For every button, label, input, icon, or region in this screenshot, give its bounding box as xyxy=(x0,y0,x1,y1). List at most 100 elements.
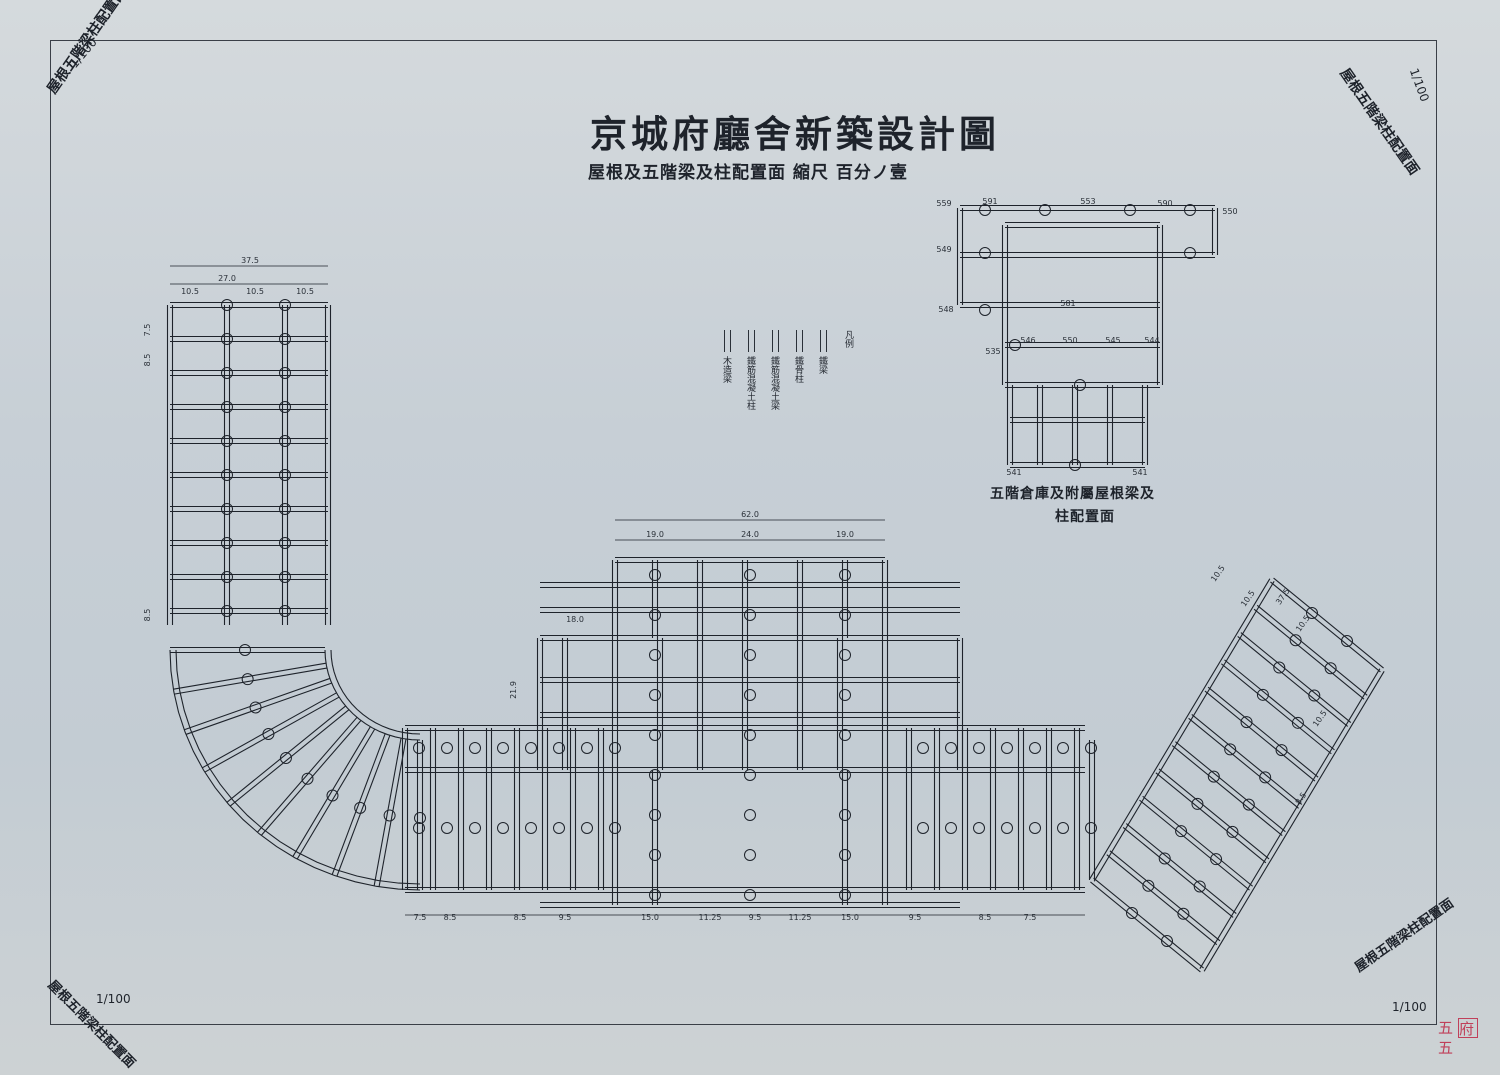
column-marker xyxy=(973,742,985,754)
column-marker xyxy=(1291,716,1304,729)
beam xyxy=(1203,671,1385,972)
column-marker xyxy=(279,537,291,549)
annex-plan-subtitle: 柱配置面 xyxy=(1055,509,1115,525)
annex-grid-label: 544 xyxy=(1144,336,1159,345)
dimension-label: 8.5 xyxy=(979,913,992,922)
column-marker xyxy=(221,571,233,583)
annex-grid-label: 553 xyxy=(1080,197,1095,206)
column-marker xyxy=(249,701,262,714)
column-marker xyxy=(441,742,453,754)
column-marker xyxy=(221,435,233,447)
column-marker xyxy=(1256,688,1269,701)
column-marker xyxy=(1308,689,1321,702)
wing-beam xyxy=(1109,850,1221,942)
wing-beam xyxy=(1220,663,1332,755)
stamp-side-mark: 五 xyxy=(1438,1019,1454,1037)
column-marker xyxy=(1126,907,1138,919)
annex-grid-label: 541 xyxy=(1006,468,1021,477)
column-marker xyxy=(1142,879,1155,892)
column-marker xyxy=(1029,742,1041,754)
column-marker xyxy=(414,812,426,824)
column-marker xyxy=(1175,825,1188,838)
dimension-label: 15.0 xyxy=(841,913,859,922)
dimension-label: 21.9 xyxy=(509,681,518,699)
column-marker xyxy=(221,605,233,617)
dimension-label: 9.5 xyxy=(749,913,762,922)
column-marker xyxy=(649,889,661,901)
wing-beam xyxy=(1155,772,1267,864)
column-marker xyxy=(1085,822,1097,834)
dimension-label: 10.5 xyxy=(181,287,199,296)
column-marker xyxy=(1240,716,1253,729)
column-marker xyxy=(744,889,756,901)
dimension-label: 24.0 xyxy=(741,530,759,539)
wing-beam xyxy=(1224,659,1335,751)
column-marker xyxy=(1039,204,1051,216)
radial-beam xyxy=(204,696,340,773)
column-marker xyxy=(839,569,851,581)
wing-beam xyxy=(1171,745,1283,836)
column-marker xyxy=(279,435,291,447)
dimension-label: 19.0 xyxy=(836,530,854,539)
beam xyxy=(1093,581,1275,882)
annex-grid-label: 590 xyxy=(1157,199,1172,208)
column-marker xyxy=(279,571,291,583)
column-marker xyxy=(649,769,661,781)
column-marker xyxy=(221,299,233,311)
dimension-label: 8.5 xyxy=(143,609,152,622)
column-marker xyxy=(649,569,661,581)
column-marker xyxy=(581,822,593,834)
stamp-box: 府 xyxy=(1458,1018,1478,1038)
annex-grid-label: 559 xyxy=(936,199,951,208)
legend-item: 鐵筋混凝土柱 xyxy=(744,330,762,410)
column-marker xyxy=(469,742,481,754)
radial-beam xyxy=(336,735,391,877)
dimension-label: 7.5 xyxy=(414,913,427,922)
radial-beam xyxy=(185,682,332,735)
column-marker xyxy=(744,569,756,581)
column-marker xyxy=(469,822,481,834)
dimension-label: 27.0 xyxy=(218,274,236,283)
column-marker xyxy=(525,822,537,834)
wing-beam xyxy=(1158,768,1270,860)
drawing-subtitle: 屋根及五階梁及柱配置面 縮尺 百分ノ壹 xyxy=(588,163,908,183)
wing-beam xyxy=(1270,581,1381,673)
column-marker xyxy=(973,822,985,834)
radial-beam xyxy=(292,726,371,857)
column-marker xyxy=(917,742,929,754)
annex-grid-label: 549 xyxy=(936,245,951,254)
column-marker xyxy=(1210,853,1223,866)
column-marker xyxy=(441,822,453,834)
column-marker xyxy=(744,649,756,661)
dimension-label: 18.0 xyxy=(566,615,584,624)
column-marker xyxy=(1161,935,1173,947)
column-marker xyxy=(279,605,291,617)
beam xyxy=(1199,668,1381,969)
column-marker xyxy=(917,822,929,834)
wing-beam xyxy=(1256,604,1368,696)
column-marker xyxy=(744,729,756,741)
dimension-label: 10.5 xyxy=(246,287,264,296)
column-marker xyxy=(744,809,756,821)
column-marker xyxy=(649,689,661,701)
column-marker xyxy=(221,537,233,549)
column-marker xyxy=(1069,459,1081,471)
wing-beam xyxy=(1139,799,1250,891)
radial-beam xyxy=(184,677,331,731)
column-marker xyxy=(279,401,291,413)
legend-item: 鐵梁 xyxy=(816,330,834,374)
annex-grid-label: 591 xyxy=(982,197,997,206)
column-marker xyxy=(497,742,509,754)
column-marker xyxy=(649,729,661,741)
radial-beam xyxy=(260,720,362,836)
scale-label-bottom-right: 1/100 xyxy=(1392,1000,1427,1014)
radial-beam xyxy=(226,705,346,803)
column-marker xyxy=(839,889,851,901)
column-marker xyxy=(979,247,991,259)
column-marker xyxy=(1224,743,1237,756)
wing-beam xyxy=(1106,854,1218,946)
column-marker xyxy=(945,822,957,834)
annex-grid-label: 546 xyxy=(1020,336,1035,345)
